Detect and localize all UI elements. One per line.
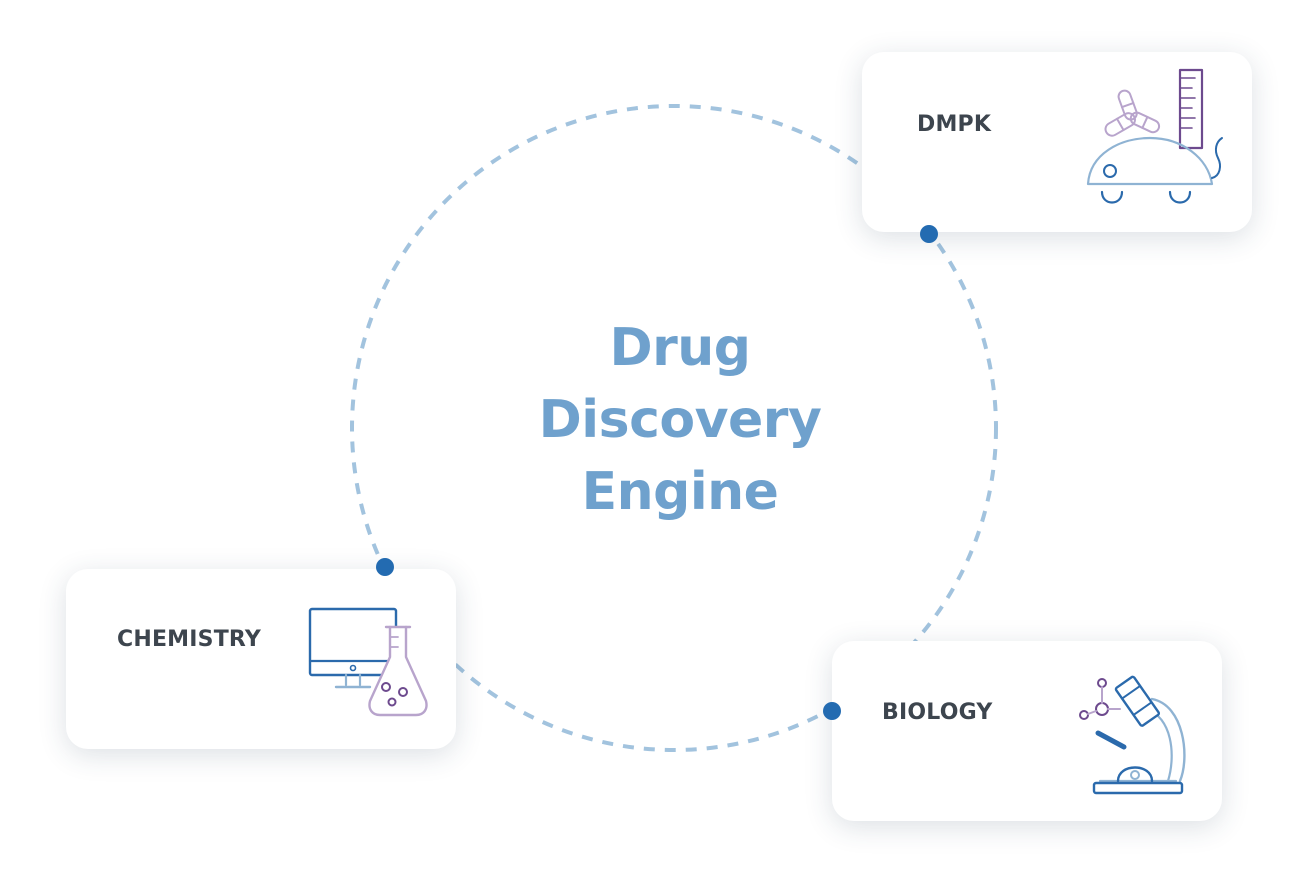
biology-label: BIOLOGY	[882, 700, 993, 725]
lab-mouse-pills-icon	[1086, 68, 1223, 204]
chemistry-label: CHEMISTRY	[117, 627, 261, 652]
dmpk-card: DMPK	[862, 52, 1252, 232]
microscope-molecule-icon	[1079, 675, 1186, 795]
title-line-2: Discovery	[538, 390, 822, 450]
title-line-3: Engine	[581, 462, 779, 522]
cycle-dashed-ring	[350, 104, 998, 752]
engine-title: Drug Discovery Engine	[470, 312, 890, 528]
dmpk-label: DMPK	[917, 112, 992, 137]
computer-flask-icon	[308, 607, 428, 717]
title-line-1: Drug	[609, 318, 751, 378]
biology-card: BIOLOGY	[832, 641, 1222, 821]
chemistry-card: CHEMISTRY	[66, 569, 456, 749]
